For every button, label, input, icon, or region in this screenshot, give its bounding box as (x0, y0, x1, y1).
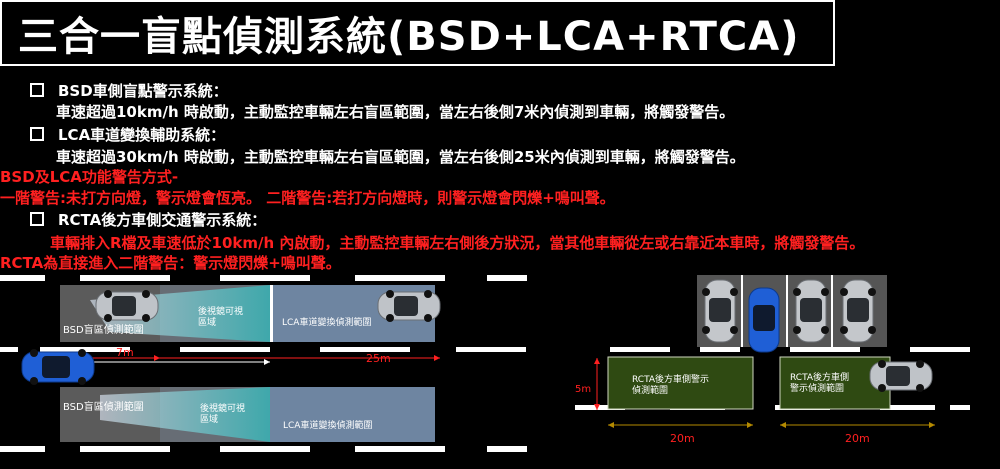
mirror-bottom-label: 後視鏡可視區域 (200, 402, 245, 425)
dist-20m-left-label: 20m (670, 432, 695, 445)
rtca-heading-line: RCTA後方車側交通警示系統： (0, 209, 266, 230)
title-box (0, 0, 835, 66)
rtca-desc: 車輛排入R檔及車速低於10km/h 內啟動，主動監控車輛左右側後方狀況，當其他車… (50, 234, 865, 252)
parked-car-1-icon (701, 279, 739, 343)
dist-7m-label: 7m (116, 346, 134, 359)
bsd-heading-line: BSD車側盲點警示系統： (0, 80, 228, 101)
lca-zone-top-label: LCA車道變換偵測範圍 (282, 316, 371, 328)
car-top-left-icon (95, 289, 159, 323)
dist-20m-right-label: 20m (845, 432, 870, 445)
rtca-heading: RCTA後方車側交通警示系統： (58, 211, 267, 229)
rtca-note: RCTA為直接進入二階警告：警示燈閃爍+鳴叫聲。 (0, 254, 341, 272)
lca-zone-bottom-label: LCA車道變換偵測範圍 (283, 419, 372, 431)
dist-25m-label: 25m (366, 352, 391, 365)
left-diagram: BSD盲區偵測範圍 後視鏡可視區域 LCA車道變換偵測範圍 7m 25m (0, 275, 527, 452)
lca-desc: 車速超過30km/h 時啟動，主動監控車輛左右盲區範圍，當左右後側25米內偵測到… (56, 148, 745, 166)
bsd-desc: 車速超過10km/h 時啟動，主動監控車輛左右盲區範圍，當左右後側7米內偵測到車… (56, 103, 735, 121)
alert-desc: 一階警告:未打方向燈，警示燈會恆亮。 二階警告:若打方向燈時，則警示燈會閃爍+鳴… (0, 189, 615, 207)
page-title: 三合一盲點偵測系統(BSD+LCA+RTCA) (18, 14, 800, 60)
rcta-right-label: RCTA後方車側警示偵測範圍 (790, 371, 849, 394)
alert-heading: BSD及LCA功能警告方式- (0, 168, 179, 186)
car-top-right-icon (377, 289, 441, 323)
own-car-icon (21, 349, 95, 385)
own-car-reversing-icon (748, 287, 780, 353)
dist-5m-label: 5m (575, 384, 591, 395)
right-diagram: RCTA後方車側警示偵測範圍 RCTA後方車側警示偵測範圍 5m 20m 20m (575, 275, 970, 445)
square-bullet-icon (30, 126, 44, 141)
square-bullet-icon (30, 82, 44, 97)
bsd-zone-bottom-label: BSD盲區偵測範圍 (63, 400, 144, 413)
rcta-left-label: RCTA後方車側警示偵測範圍 (632, 373, 709, 396)
mirror-zone-bottom (100, 387, 270, 442)
approaching-car-icon (869, 359, 933, 393)
parked-car-3-icon (792, 279, 830, 343)
parked-car-4-icon (839, 279, 877, 343)
square-bullet-icon (30, 211, 44, 226)
bsd-zone-top-label: BSD盲區偵測範圍 (63, 323, 144, 336)
lca-heading-line: LCA車道變換輔助系統： (0, 124, 225, 145)
mirror-top-label: 後視鏡可視區域 (198, 305, 243, 328)
lca-heading: LCA車道變換輔助系統： (58, 126, 226, 144)
lca-zone-bottom (270, 387, 435, 442)
bsd-heading: BSD車側盲點警示系統： (58, 82, 228, 100)
rcta-zone-left (607, 356, 754, 410)
